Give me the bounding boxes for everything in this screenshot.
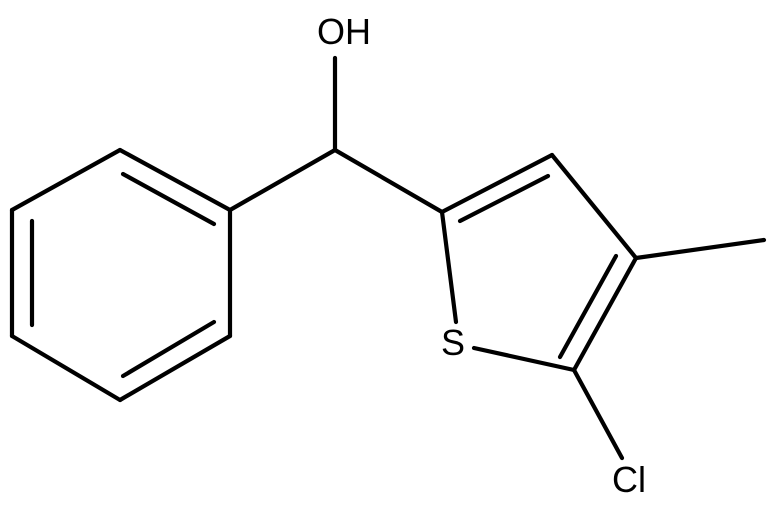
bond-c3-c4 (549, 152, 639, 261)
bond-methyl (633, 237, 767, 261)
bond-c4-c5 (571, 255, 639, 373)
bond-carbinol-to-thiophene (332, 147, 445, 215)
bond-c2-c3 (439, 152, 555, 215)
hydroxyl-label: OH (317, 11, 371, 52)
bond-ring-top-left (9, 147, 123, 213)
benzene-ring (9, 147, 233, 403)
sulfur-label: S (441, 322, 465, 363)
bond-c4-c5-inner (557, 253, 619, 360)
chlorine-label: Cl (612, 459, 646, 500)
bond-c2-c3-inner (457, 173, 551, 224)
bond-ring-bottom-right (117, 333, 233, 403)
bond-ring-top-right (117, 147, 233, 213)
bond-c5-s (471, 345, 577, 373)
bond-ring-to-carbinol (227, 147, 338, 213)
bond-s-c2 (439, 209, 459, 325)
thiophene-ring (439, 152, 639, 373)
bond-ring-inner-top-right (120, 171, 217, 227)
bond-ring-bottom-left (9, 333, 123, 403)
bond-chlorine (571, 367, 625, 461)
bond-ring-inner-bottom-right (120, 319, 217, 379)
